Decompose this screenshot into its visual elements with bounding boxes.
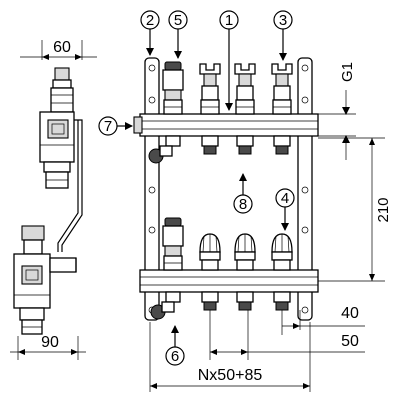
side-valve-bottom: [13, 225, 77, 335]
dim-side-bottom: 90: [10, 334, 86, 360]
dim-label-210: 210: [375, 197, 392, 222]
top-outlets: [165, 135, 291, 155]
callout-5: 5: [168, 10, 188, 59]
dim-label-g1: G1: [339, 62, 356, 82]
bottom-knob-2: [234, 233, 256, 271]
side-view: 60: [10, 39, 97, 360]
dim-thread: G1: [318, 62, 356, 160]
front-view: [133, 57, 319, 321]
dim-outlet-offset: 40: [209, 305, 365, 360]
side-valve-top: [39, 67, 83, 252]
drain-valve-bottom: [150, 301, 175, 320]
dim-label-40: 40: [341, 305, 359, 322]
dim-total-length: Nx50+85: [149, 322, 311, 392]
dimensions: G1 210 40 50: [149, 62, 392, 392]
air-vent-bottom: [162, 217, 184, 271]
callout-4: 4: [275, 188, 295, 231]
callouts: 2 5 1 3 7 8 4: [98, 10, 295, 366]
dim-label-50: 50: [341, 333, 359, 350]
callout-6: 6: [165, 325, 185, 366]
top-manifold-bar: [133, 113, 319, 137]
bottom-knob-3: [271, 233, 293, 271]
bottom-outlets: [165, 291, 291, 311]
svg-text:3: 3: [279, 12, 287, 29]
svg-text:2: 2: [146, 12, 154, 29]
svg-text:6: 6: [171, 348, 179, 365]
callout-7: 7: [98, 116, 133, 136]
svg-text:1: 1: [225, 12, 233, 29]
svg-text:4: 4: [281, 190, 289, 207]
dim-label-90: 90: [41, 334, 59, 351]
dim-label-60: 60: [53, 39, 71, 56]
callout-3: 3: [273, 10, 293, 61]
dim-rail-spacing: 210: [318, 137, 392, 282]
drain-valve-top: [148, 145, 173, 164]
top-valve-3: [271, 63, 293, 115]
dim-label-total: Nx50+85: [198, 367, 263, 384]
svg-text:8: 8: [239, 196, 247, 213]
air-vent-top: [162, 61, 184, 115]
dim-side-top: 60: [20, 39, 97, 60]
callout-2: 2: [140, 10, 160, 56]
svg-text:7: 7: [104, 118, 112, 135]
callout-1: 1: [219, 10, 239, 111]
svg-text:5: 5: [174, 12, 182, 29]
dim-outlet-pitch: 50: [210, 310, 365, 360]
top-valve-2: [234, 63, 256, 115]
bottom-manifold-bar: [139, 269, 319, 293]
top-valve-1: [199, 63, 221, 115]
bottom-knob-1: [199, 233, 221, 271]
callout-8: 8: [233, 173, 253, 214]
